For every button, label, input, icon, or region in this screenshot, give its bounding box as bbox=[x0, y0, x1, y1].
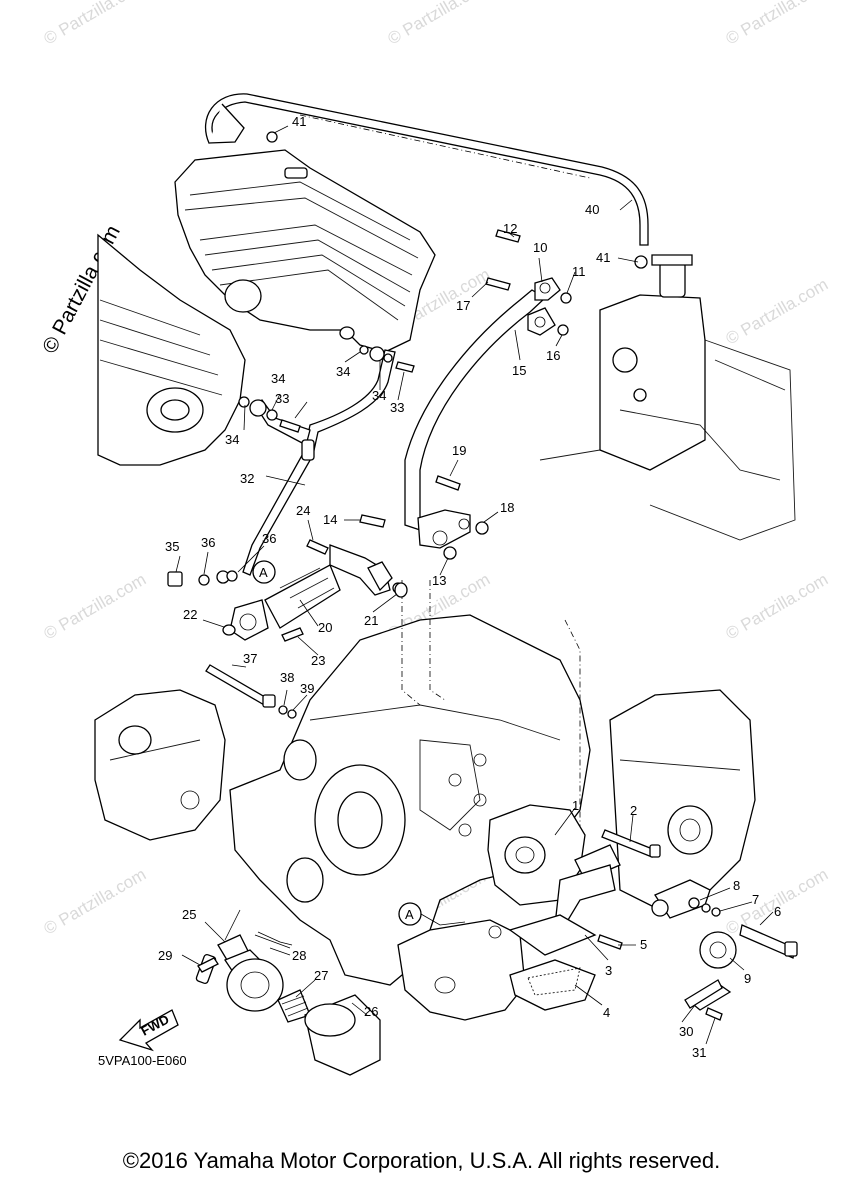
callout-21: 21 bbox=[364, 613, 378, 628]
callout-33: 33 bbox=[275, 391, 289, 406]
copyright-notice: ©2016 Yamaha Motor Corporation, U.S.A. A… bbox=[122, 1148, 721, 1173]
right-crankcase-cover bbox=[609, 689, 756, 911]
callout-5: 5 bbox=[640, 937, 647, 952]
section-marker: A bbox=[405, 907, 414, 922]
callout-15: 15 bbox=[512, 363, 526, 378]
callout-32: 32 bbox=[240, 471, 254, 486]
callout-16: 16 bbox=[546, 348, 560, 363]
callout-26: 26 bbox=[364, 1004, 378, 1019]
callout-12: 12 bbox=[503, 221, 517, 236]
leader-lines bbox=[175, 125, 774, 1045]
callout-6: 6 bbox=[774, 904, 781, 919]
callout-36b: 36 bbox=[262, 531, 276, 546]
callout-3: 3 bbox=[605, 963, 612, 978]
oil-hose-assembly bbox=[229, 544, 393, 641]
callout-11: 11 bbox=[572, 264, 586, 279]
watermark: © Partzilla.com bbox=[723, 865, 832, 939]
oil-strainer bbox=[508, 864, 616, 1011]
callout-41b: 41 bbox=[596, 250, 610, 265]
left-crankcase-cover bbox=[94, 689, 226, 841]
callout-39: 39 bbox=[300, 681, 314, 696]
callout-34: 34 bbox=[271, 371, 285, 386]
callout-31: 31 bbox=[692, 1045, 706, 1060]
callout-34c: 34 bbox=[336, 364, 350, 379]
lower-crankcase bbox=[397, 919, 526, 1021]
watermark: © Partzilla.com bbox=[41, 0, 150, 48]
cylinder-head-rear bbox=[174, 149, 436, 353]
callout-40: 40 bbox=[585, 202, 599, 217]
callout-35: 35 bbox=[165, 539, 179, 554]
callout-36: 36 bbox=[201, 535, 215, 550]
cylinder-head-front bbox=[97, 233, 246, 466]
callout-7: 7 bbox=[752, 892, 759, 907]
oil-pump-gear bbox=[651, 879, 798, 1011]
callout-27: 27 bbox=[314, 968, 328, 983]
fwd-arrow-icon: FWD bbox=[118, 1009, 179, 1052]
callout-30: 30 bbox=[679, 1024, 693, 1039]
crankcase bbox=[229, 580, 591, 986]
watermark: © Partzilla.com bbox=[41, 865, 150, 939]
callout-8: 8 bbox=[733, 878, 740, 893]
watermark: © Partzilla.com bbox=[723, 275, 832, 349]
callout-20: 20 bbox=[318, 620, 332, 635]
callout-25: 25 bbox=[182, 907, 196, 922]
oil-filter-assembly bbox=[195, 931, 381, 1076]
oil-tank bbox=[539, 254, 796, 541]
callout-34b: 34 bbox=[225, 432, 239, 447]
breather-hose bbox=[204, 93, 649, 246]
callout-28: 28 bbox=[292, 948, 306, 963]
callout-19: 19 bbox=[452, 443, 466, 458]
callout-41: 41 bbox=[292, 114, 306, 129]
callout-1: 1 bbox=[572, 798, 579, 813]
callout-18: 18 bbox=[500, 500, 514, 515]
callout-10: 10 bbox=[533, 240, 547, 255]
callouts: 1 2 3 4 5 6 7 8 9 10 11 12 13 14 15 16 1… bbox=[158, 114, 781, 1060]
watermark: © Partzilla.com bbox=[723, 570, 832, 644]
callout-17: 17 bbox=[456, 298, 470, 313]
watermark: © Partzilla.com bbox=[41, 570, 150, 644]
callout-4: 4 bbox=[603, 1005, 610, 1020]
callout-24: 24 bbox=[296, 503, 310, 518]
callout-14: 14 bbox=[323, 512, 337, 527]
callout-34d: 34 bbox=[372, 388, 386, 403]
callout-29: 29 bbox=[158, 948, 172, 963]
watermark: © Partzilla.com bbox=[385, 0, 494, 48]
fasteners bbox=[167, 131, 723, 1021]
section-marker: A bbox=[259, 565, 268, 580]
callout-22: 22 bbox=[183, 607, 197, 622]
section-markers: A A bbox=[252, 560, 466, 926]
callout-38: 38 bbox=[280, 670, 294, 685]
oil-delivery-pipe bbox=[404, 277, 561, 549]
callout-13: 13 bbox=[432, 573, 446, 588]
callout-23: 23 bbox=[311, 653, 325, 668]
diagram-code: 5VPA100-E060 bbox=[98, 1053, 187, 1068]
callout-9: 9 bbox=[744, 971, 751, 986]
callout-37: 37 bbox=[243, 651, 257, 666]
callout-33b: 33 bbox=[390, 400, 404, 415]
watermark: © Partzilla.com bbox=[723, 0, 832, 48]
callout-2: 2 bbox=[630, 803, 637, 818]
